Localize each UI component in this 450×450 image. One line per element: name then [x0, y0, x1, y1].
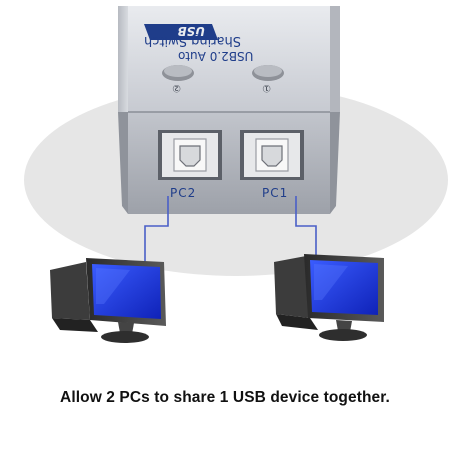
usb-port-pc1 — [240, 130, 304, 180]
usb-port-pc2 — [158, 130, 222, 180]
computer-left — [50, 258, 166, 343]
button-1 — [252, 65, 284, 81]
caption: Allow 2 PCs to share 1 USB device togeth… — [60, 389, 390, 406]
button-1-label: ① — [262, 82, 271, 93]
port-1-label: PC1 — [262, 186, 289, 200]
usb-sharing-switch: USB — [118, 6, 340, 214]
usb-logo: USB — [144, 24, 218, 40]
svg-text:USB: USB — [177, 24, 205, 38]
computer-right — [274, 254, 384, 341]
device-title-line1: USB2.0 Auto — [178, 49, 254, 63]
button-2 — [162, 65, 194, 81]
device-title-line2: Sharing Switch — [144, 33, 242, 48]
port-2-label: PC2 — [170, 186, 197, 200]
cables — [144, 196, 317, 268]
button-2-label: ② — [172, 82, 181, 93]
